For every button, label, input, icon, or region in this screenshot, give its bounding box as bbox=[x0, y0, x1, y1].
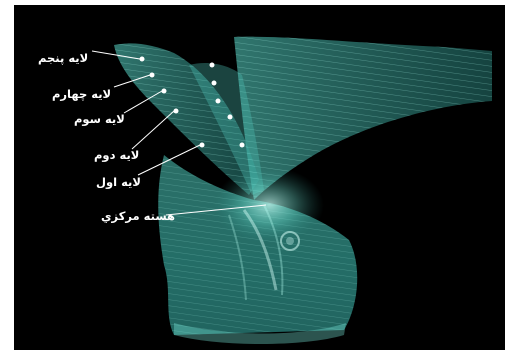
label-layer-2: لايه دوم bbox=[94, 148, 139, 162]
label-layer-4: لايه چهارم bbox=[52, 87, 111, 101]
specimen-photo: لايه پنجم لايه چهارم لايه سوم لايه دوم ل… bbox=[14, 5, 505, 350]
label-layer-5: لايه پنجم bbox=[38, 51, 88, 65]
label-layer-1: لايه اول bbox=[96, 175, 141, 189]
label-central-core: هسته مركزي bbox=[101, 209, 175, 223]
label-layer-3: لايه سوم bbox=[74, 112, 125, 126]
